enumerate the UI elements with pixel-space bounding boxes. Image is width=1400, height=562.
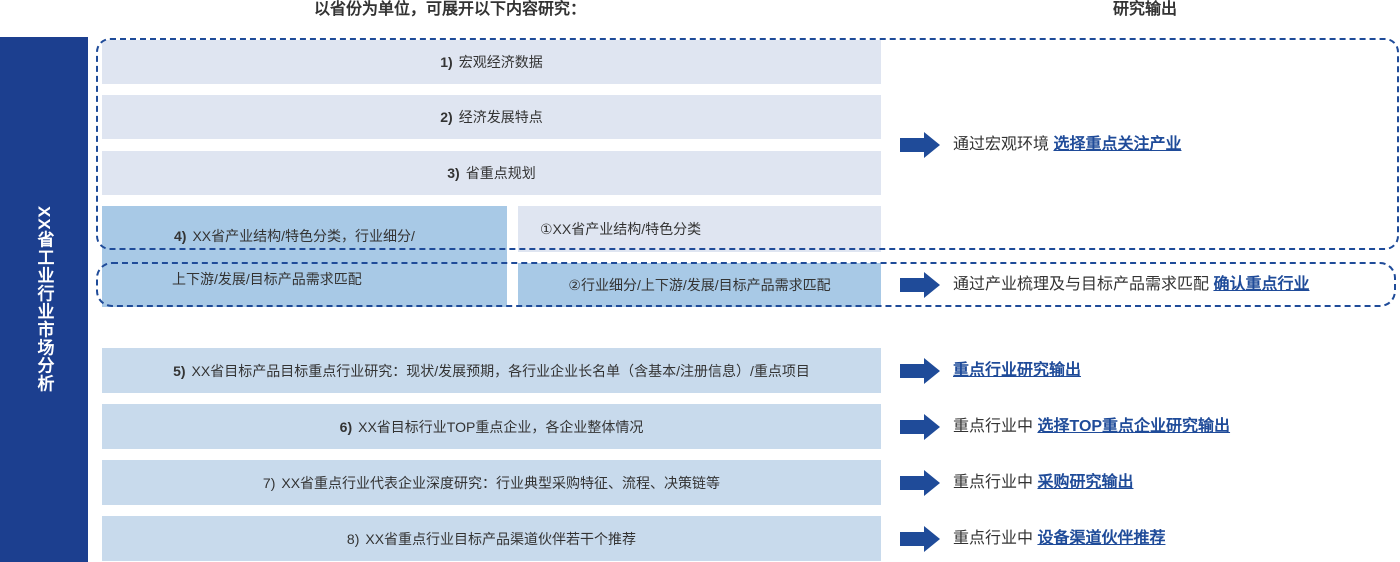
item-4-sub-2-text: ②行业细分/上下游/发展/目标产品需求匹配 [568,277,831,293]
item-3: 3) 省重点规划 [102,151,881,195]
right-arrow-icon [900,272,940,298]
output-emphasis[interactable]: 采购研究输出 [1037,474,1134,491]
item-number: 2) [440,109,453,125]
item-number: 1) [440,54,453,70]
output-emphasis[interactable]: 确认重点行业 [1213,276,1310,293]
right-arrow-icon [900,132,940,158]
output-emphasis[interactable]: 重点行业研究输出 [953,362,1082,379]
item-text: XX省目标行业TOP重点企业，各企业整体情况 [358,418,644,435]
item-7: 7) XX省重点行业代表企业深度研究：行业典型采购特征、流程、决策链等 [102,460,881,505]
item-text: 省重点规划 [465,165,536,181]
output-4: 重点行业中 选择TOP重点企业研究输出 [953,414,1230,440]
output-prefix: 通过产业梳理及与目标产品需求匹配 [953,276,1214,293]
item-number: 8) [346,530,360,547]
output-prefix: 重点行业中 [953,418,1038,435]
item-text: XX省重点行业目标产品渠道伙伴若干个推荐 [365,530,637,547]
item-2: 2) 经济发展特点 [102,95,881,139]
output-1: 通过宏观环境 选择重点关注产业 [953,132,1181,158]
item-text: 经济发展特点 [458,109,543,125]
item-4-line1: 4) XX省产业结构/特色分类，行业细分/ [174,226,415,246]
item-text: XX省重点行业代表企业深度研究：行业典型采购特征、流程、决策链等 [281,474,721,491]
item-8: 8) XX省重点行业目标产品渠道伙伴若干个推荐 [102,516,881,561]
item-number: 4) [174,228,187,244]
content-header: 以省份为单位，可展开以下内容研究： [313,1,586,18]
item-4-sub-1: ①XX省产业结构/特色分类 [518,206,881,252]
side-label-bar: XX省工业行业市场分析 [0,37,88,562]
item-4-line2: 上下游/发展/目标产品需求匹配 [172,271,362,287]
item-text: XX省目标产品目标重点行业研究：现状/发展预期，各行业企业长名单（含基本/注册信… [191,362,810,379]
item-number: 3) [447,165,460,181]
right-arrow-icon [900,414,940,440]
item-text: 宏观经济数据 [458,54,543,70]
output-emphasis[interactable]: 选择TOP重点企业研究输出 [1037,418,1231,435]
output-header: 研究输出 [1112,1,1177,18]
output-emphasis[interactable]: 设备渠道伙伴推荐 [1037,530,1166,547]
item-4-sub-2: ②行业细分/上下游/发展/目标产品需求匹配 [518,263,881,307]
item-6: 6) XX省目标行业TOP重点企业，各企业整体情况 [102,404,881,449]
item-number: 6) [339,418,353,435]
side-label: XX省工业行业市场分析 [34,206,54,393]
item-4-sub-1-text: ①XX省产业结构/特色分类 [540,221,702,237]
output-prefix: 重点行业中 [953,474,1038,491]
item-1: 1) 宏观经济数据 [102,40,881,84]
right-arrow-icon [900,358,940,384]
item-5: 5) XX省目标产品目标重点行业研究：现状/发展预期，各行业企业长名单（含基本/… [102,348,881,393]
item-4-text1: XX省产业结构/特色分类，行业细分/ [192,228,415,244]
output-3: 重点行业研究输出 [953,358,1081,384]
item-number: 7) [262,474,276,491]
right-arrow-icon [900,526,940,552]
output-5: 重点行业中 采购研究输出 [953,470,1133,496]
output-prefix: 通过宏观环境 [953,136,1054,153]
item-4: 4) XX省产业结构/特色分类，行业细分/ 上下游/发展/目标产品需求匹配 [102,206,507,307]
output-2: 通过产业梳理及与目标产品需求匹配 确认重点行业 [953,272,1309,298]
item-number: 5) [173,362,186,379]
output-prefix: 重点行业中 [953,530,1038,547]
right-arrow-icon [900,470,940,496]
output-emphasis[interactable]: 选择重点关注产业 [1053,136,1182,153]
output-6: 重点行业中 设备渠道伙伴推荐 [953,526,1165,552]
